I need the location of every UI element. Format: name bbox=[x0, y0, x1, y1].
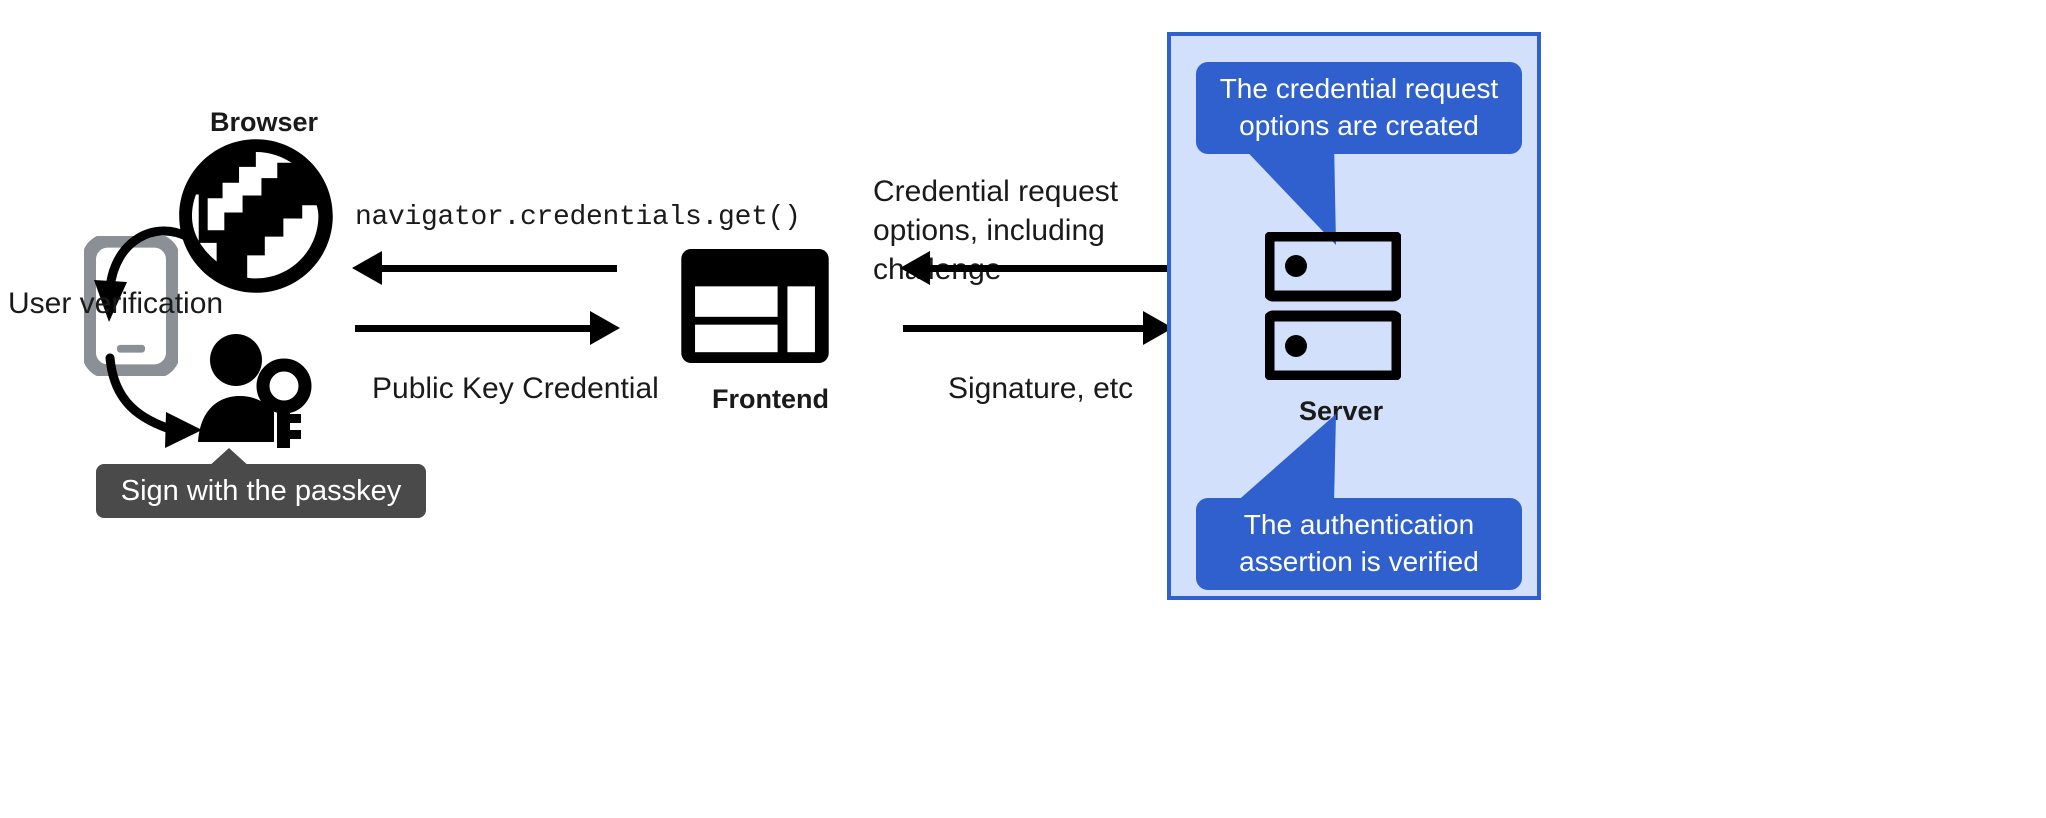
verification-curved-arrows bbox=[70, 180, 370, 480]
server-rack-icon bbox=[1263, 230, 1403, 382]
bubble-top-tail bbox=[1236, 140, 1336, 245]
browser-title: Browser bbox=[210, 107, 319, 137]
frontend-label: Frontend bbox=[712, 384, 829, 414]
globe-icon bbox=[176, 136, 336, 296]
layout-window-icon bbox=[681, 249, 829, 363]
bubble-credential-request-created: The credential request options are creat… bbox=[1196, 62, 1522, 154]
user-verification-label: User verification bbox=[8, 287, 224, 320]
server-label: Server bbox=[1299, 396, 1384, 426]
arrow-browser-outbound-head bbox=[590, 311, 620, 345]
credential-request-options-label: Credential request options, including ch… bbox=[873, 175, 1119, 286]
passkey-tooltip: Sign with the passkey bbox=[96, 464, 426, 518]
person-with-key-icon bbox=[192, 330, 312, 450]
passkey-tooltip-tail bbox=[207, 448, 251, 468]
arrow-server-inbound-line bbox=[930, 265, 1170, 272]
bubble-bottom-tail bbox=[1234, 414, 1336, 504]
arrow-server-inbound-head bbox=[900, 251, 930, 285]
public-key-credential-label: Public Key Credential bbox=[372, 372, 659, 405]
bubble-authentication-assertion-verified: The authentication assertion is verified bbox=[1196, 498, 1522, 590]
signature-etc-label: Signature, etc bbox=[948, 372, 1134, 405]
navigator-credentials-get-label: navigator.credentials.get() bbox=[355, 202, 801, 233]
passkey-tooltip-label: Sign with the passkey bbox=[120, 474, 402, 507]
arrow-browser-inbound-line bbox=[382, 265, 617, 272]
arrow-browser-inbound-head bbox=[352, 251, 382, 285]
arrow-server-outbound-line bbox=[903, 325, 1143, 332]
arrow-browser-outbound-line bbox=[355, 325, 590, 332]
